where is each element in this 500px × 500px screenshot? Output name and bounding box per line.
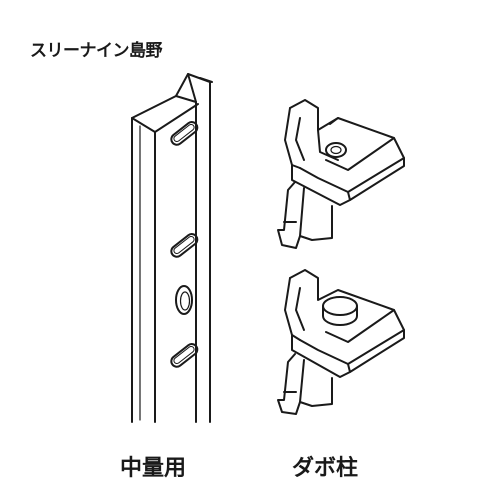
pillar-slot — [170, 233, 199, 258]
shelf-pillar — [131, 73, 213, 423]
pillar-slot — [170, 343, 199, 368]
bracket-lower — [277, 269, 405, 415]
bracket-upper — [277, 99, 405, 249]
pillar-round-hole — [175, 285, 193, 315]
caption-dowel-pillar: ダボ柱 — [292, 456, 359, 481]
caption-medium-load: 中量用 — [120, 456, 187, 481]
pillar-slot — [170, 121, 199, 146]
brand-name: スリーナイン島野 — [30, 41, 163, 61]
